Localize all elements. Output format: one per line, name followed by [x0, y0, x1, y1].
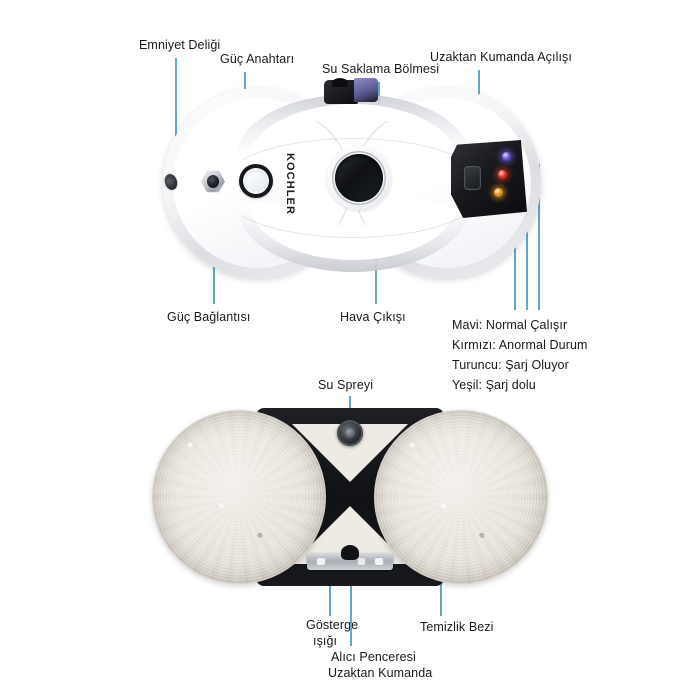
label-remote-opening: Uzaktan Kumanda Açılışı	[430, 50, 572, 64]
label-cleaning-cloth: Temizlik Bezi	[420, 620, 494, 634]
water-compartment-notch	[332, 78, 348, 87]
power-connector-core	[207, 175, 219, 188]
label-safety-hole: Emniyet Deliği	[139, 38, 221, 52]
label-receiver-line2: Uzaktan Kumanda	[328, 666, 433, 680]
water-spray-nozzle	[337, 420, 363, 446]
led-red-abnormal-status	[498, 170, 507, 179]
led-legend-green: Yeşil: Şarj dolu	[452, 378, 536, 392]
leader-line-safety-hole	[175, 58, 177, 182]
label-water-spray: Su Spreyi	[318, 378, 374, 392]
power-switch-button[interactable]	[239, 164, 273, 198]
label-water-storage: Su Saklama Bölmesi	[322, 62, 440, 76]
led-legend-orange: Turuncu: Şarj Oluyor	[452, 358, 569, 372]
led-orange-charging	[494, 188, 503, 197]
receiver-window-ir	[357, 557, 366, 566]
device-crease-bottom	[221, 144, 485, 238]
remote-receiver-window	[464, 166, 481, 190]
leader-line-receiver-window	[350, 572, 352, 646]
bottom-strip-cap	[341, 545, 359, 560]
label-indicator-light-line1: Gösterge	[306, 618, 359, 632]
device-crease-top	[221, 138, 485, 232]
led-legend-red: Kırmızı: Anormal Durum	[452, 338, 588, 352]
leader-line-air-outlet	[375, 248, 377, 304]
label-receiver-line1: Alıcı Penceresi	[331, 650, 416, 664]
remote-control-panel[interactable]	[451, 140, 527, 218]
label-air-outlet: Hava Çıkışı	[340, 310, 406, 324]
water-compartment-window	[354, 78, 378, 102]
device-top-view: KOCHLER	[162, 78, 541, 282]
led-legend-blue: Mavi: Normal Çalışır	[452, 318, 568, 332]
power-connection-port[interactable]	[201, 170, 225, 193]
water-storage-compartment[interactable]	[324, 78, 378, 104]
brand-wordmark: KOCHLER	[284, 152, 296, 216]
device-bottom-view	[152, 408, 548, 586]
air-outlet-aperture	[335, 154, 383, 202]
cleaning-cloth-right	[374, 410, 548, 584]
led-blue-normal-operation	[502, 152, 511, 161]
cleaning-cloth-left	[152, 410, 326, 584]
label-power-switch: Güç Anahtarı	[220, 52, 295, 66]
leader-line-led-red-v	[526, 182, 528, 310]
label-power-connection: Güç Bağlantısı	[167, 310, 251, 324]
bottom-indicator-strip	[307, 545, 393, 570]
receiver-window-ir-secondary	[374, 557, 384, 566]
indicator-light-led	[316, 557, 326, 566]
leader-line-indicator-light	[329, 572, 331, 616]
air-outlet-vent	[327, 146, 391, 210]
leader-line-led-orange-v	[514, 200, 516, 310]
label-indicator-light-line2: ışığı	[313, 634, 338, 648]
leader-line-led-blue-v	[538, 164, 540, 310]
